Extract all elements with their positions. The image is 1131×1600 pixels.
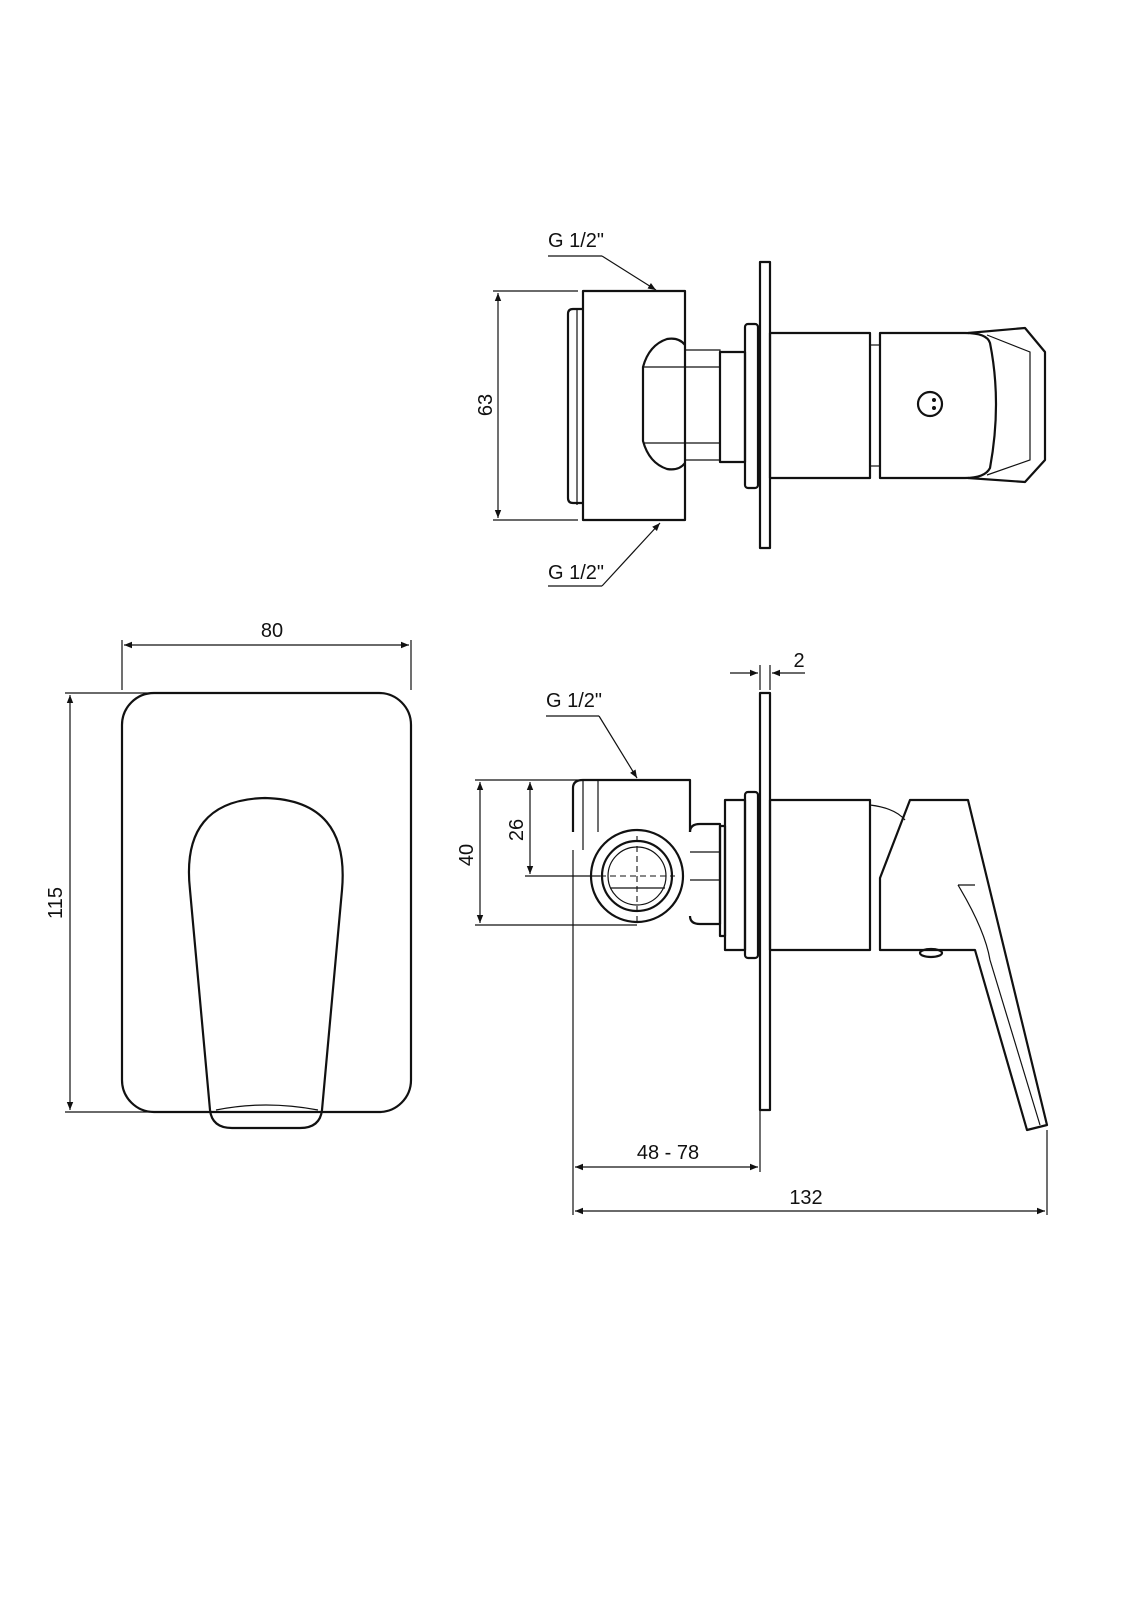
cover-plate-side [758, 691, 772, 1112]
handle-end [967, 326, 1047, 484]
threaded-ring [743, 322, 760, 490]
thread-label-side: G 1/2" [546, 690, 602, 712]
cover-plate [758, 260, 772, 550]
dim-26: 26 [506, 819, 528, 841]
hex-nut-side [723, 798, 747, 952]
dim-2: 2 [793, 650, 804, 672]
dim-115: 115 [45, 887, 67, 919]
dim-48-78: 48 - 78 [637, 1142, 699, 1164]
dim-132: 132 [789, 1187, 822, 1209]
dim-63: 63 [475, 394, 497, 416]
cylinder [768, 331, 872, 480]
dim-80: 80 [261, 620, 283, 642]
front-view: 80 115 [45, 620, 413, 1130]
neck [641, 337, 686, 471]
valve-body [581, 289, 687, 522]
screw-icon [916, 390, 944, 418]
thread-label-bottom: G 1/2" [548, 562, 604, 584]
cover-plate-front [120, 691, 413, 1114]
cartridge [878, 331, 998, 480]
cylinder-side [768, 798, 872, 952]
side-view: 2 G 1/2" 40 26 48 - 78 132 [456, 650, 1049, 1215]
thread-label-top: G 1/2" [548, 230, 604, 252]
dim-40: 40 [456, 844, 478, 866]
connector [688, 822, 722, 926]
lever-side [878, 798, 1049, 1132]
inlet-tab [566, 307, 583, 505]
hex-nut [718, 350, 747, 464]
top-view: 63 G 1/2" G 1/2" [475, 230, 1047, 587]
lever-handle [187, 796, 344, 1130]
valve-body-side [571, 778, 692, 832]
